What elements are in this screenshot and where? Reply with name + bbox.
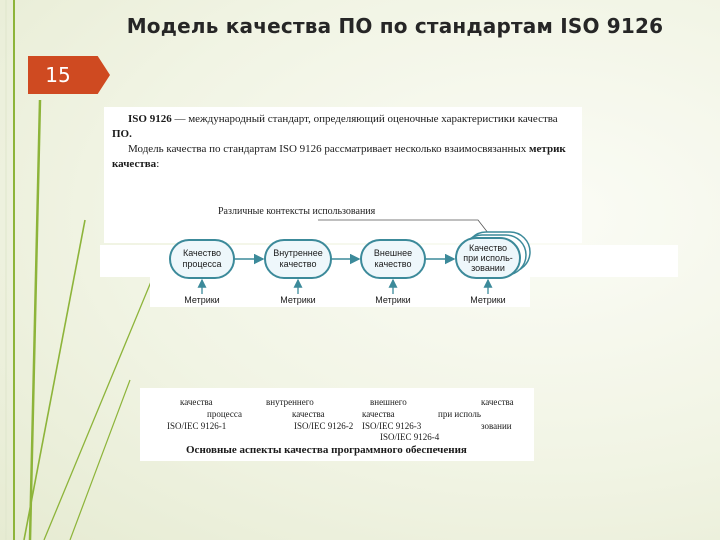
legend-r2-c1: процесса bbox=[207, 409, 242, 419]
legend-r3-c4: зовании bbox=[481, 421, 512, 431]
node-2-line-2: качество bbox=[280, 259, 317, 269]
context-label: Различные контексты использования bbox=[218, 206, 376, 217]
slide-number-badge bbox=[28, 56, 110, 94]
aspects-legend-panel: качества внутреннего внешнего качества п… bbox=[140, 388, 534, 461]
metric-label-2: Метрики bbox=[280, 295, 315, 305]
node-1-line-2: процесса bbox=[183, 259, 222, 269]
metric-label-4: Метрики bbox=[470, 295, 505, 305]
context-connector bbox=[318, 219, 493, 239]
node-4-line-2: при исполь- bbox=[463, 253, 513, 263]
intro-p2-text: Модель качества по стандартам ISO 9126 р… bbox=[128, 143, 530, 155]
node-3-line-2: качество bbox=[375, 259, 412, 269]
metric-label-1: Метрики bbox=[184, 295, 219, 305]
legend-r4: ISO/IEC 9126-4 bbox=[380, 432, 440, 442]
iso-term: ISO 9126 bbox=[128, 113, 172, 125]
legend-r3-c1: ISO/IEC 9126-1 bbox=[167, 421, 227, 431]
slide-number: 15 bbox=[45, 63, 71, 87]
intro-p2-end: : bbox=[156, 158, 160, 170]
node-2-line-1: Внутреннее bbox=[273, 248, 323, 258]
intro-paragraph-1: ISO 9126 — международный стандарт, опред… bbox=[112, 112, 574, 142]
legend-r2-c3: качества bbox=[362, 409, 395, 419]
legend-r3-c2: ISO/IEC 9126-2 bbox=[294, 421, 354, 431]
metrics-band bbox=[150, 277, 530, 307]
po-term: ПО. bbox=[112, 128, 132, 140]
metric-label-3: Метрики bbox=[375, 295, 410, 305]
legend-r2-c2: качества bbox=[292, 409, 325, 419]
legend-r1-c4: качества bbox=[481, 397, 514, 407]
legend-r1-c1: качества bbox=[180, 397, 213, 407]
node-usage-quality bbox=[455, 237, 521, 279]
slide-title: Модель качества ПО по стандартам ISO 912… bbox=[126, 14, 664, 38]
legend-r3-c3: ISO/IEC 9126-3 bbox=[362, 421, 422, 431]
legend-r1-c2: внутреннего bbox=[266, 397, 314, 407]
legend-r2-c4: при исполь bbox=[438, 409, 481, 419]
node-4-line-1: Качество bbox=[469, 243, 507, 253]
intro-paragraph-2: Модель качества по стандартам ISO 9126 р… bbox=[112, 142, 574, 172]
metrics-term: метрик качества bbox=[112, 143, 566, 170]
node-3-line-1: Внешнее bbox=[374, 248, 412, 258]
legend-r1-c3: внешнего bbox=[370, 397, 407, 407]
intro-p1-text: — международный стандарт, определяющий о… bbox=[171, 113, 558, 125]
legend-caption: Основные аспекты качества программного о… bbox=[186, 444, 467, 456]
node-1-line-1: Качество bbox=[183, 248, 221, 258]
node-4-line-3: зовании bbox=[471, 263, 505, 273]
